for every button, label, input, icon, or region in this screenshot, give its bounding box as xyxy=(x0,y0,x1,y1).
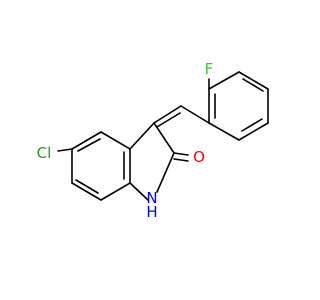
bond xyxy=(156,152,175,193)
atom-label-oxygen: O xyxy=(193,148,205,166)
bond xyxy=(100,182,131,201)
bond xyxy=(173,152,189,156)
molecule-structure: F Cl O N H xyxy=(37,60,269,221)
bond xyxy=(173,158,189,162)
atom-label-hydrogen: H xyxy=(146,203,157,221)
bond xyxy=(153,122,175,154)
bond xyxy=(153,105,182,124)
bond xyxy=(241,118,263,132)
bond xyxy=(208,71,240,90)
bond xyxy=(77,138,101,152)
bond xyxy=(242,78,264,92)
bond-lines xyxy=(57,71,269,201)
atom-label-fluorine: F xyxy=(205,60,214,78)
bond xyxy=(180,105,210,124)
atom-label-chlorine: Cl xyxy=(37,144,52,162)
bond xyxy=(75,179,99,194)
bond xyxy=(238,71,269,90)
atom-label-nitrogen: N xyxy=(146,189,157,207)
bond xyxy=(100,131,131,150)
bond xyxy=(156,112,181,128)
bond xyxy=(71,182,102,201)
bond xyxy=(208,122,240,141)
atom-labels: F Cl O N H xyxy=(37,60,214,221)
bond xyxy=(57,148,73,152)
bond xyxy=(129,182,149,201)
bond xyxy=(71,131,102,150)
bond xyxy=(238,122,269,141)
bond xyxy=(129,122,155,150)
